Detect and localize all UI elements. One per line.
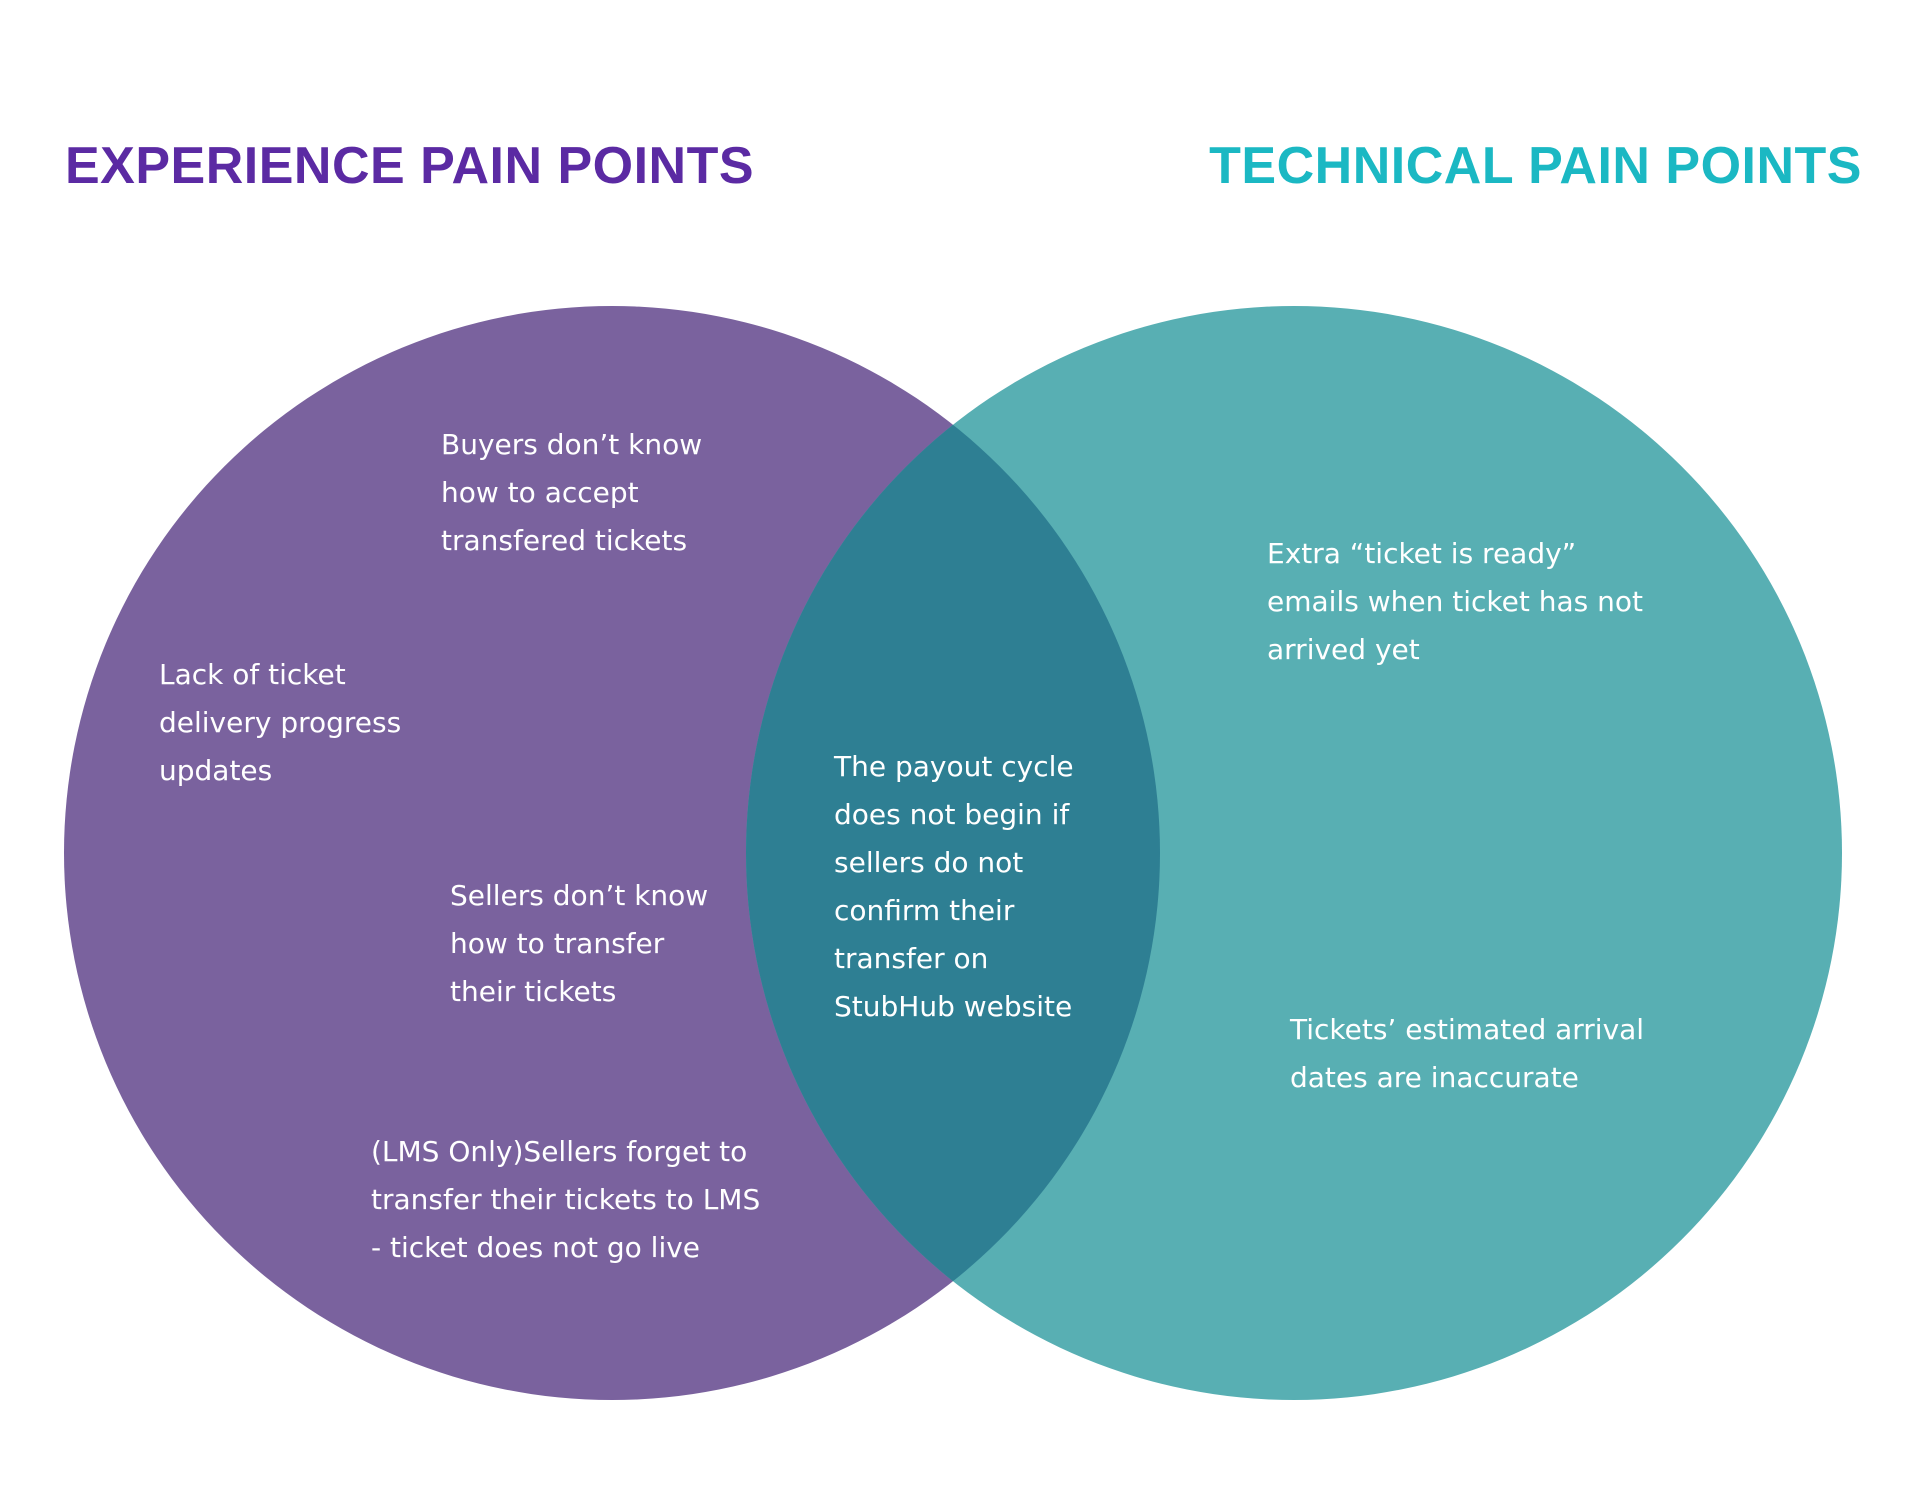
experience-item-buyers-accept: Buyers don’t know how to accept transfer… (441, 428, 703, 557)
shared-item-payout-cycle: The payout cycle does not begin if selle… (834, 750, 1074, 1023)
overlap-region (746, 306, 1160, 1400)
experience-item-sellers-transfer: Sellers don’t know how to transfer their… (450, 879, 709, 1008)
experience-item-lms-forget: (LMS Only)Sellers forget to transfer the… (371, 1135, 761, 1264)
experience-item-delivery-updates: Lack of ticket delivery progress updates (159, 658, 402, 787)
technical-item-extra-emails: Extra “ticket is ready” emails when tick… (1267, 537, 1643, 666)
technical-pain-points-title: TECHNICAL PAIN POINTS (1209, 137, 1862, 195)
technical-item-arrival-dates: Tickets’ estimated arrival dates are ina… (1290, 1013, 1645, 1094)
experience-pain-points-title: EXPERIENCE PAIN POINTS (65, 137, 755, 195)
